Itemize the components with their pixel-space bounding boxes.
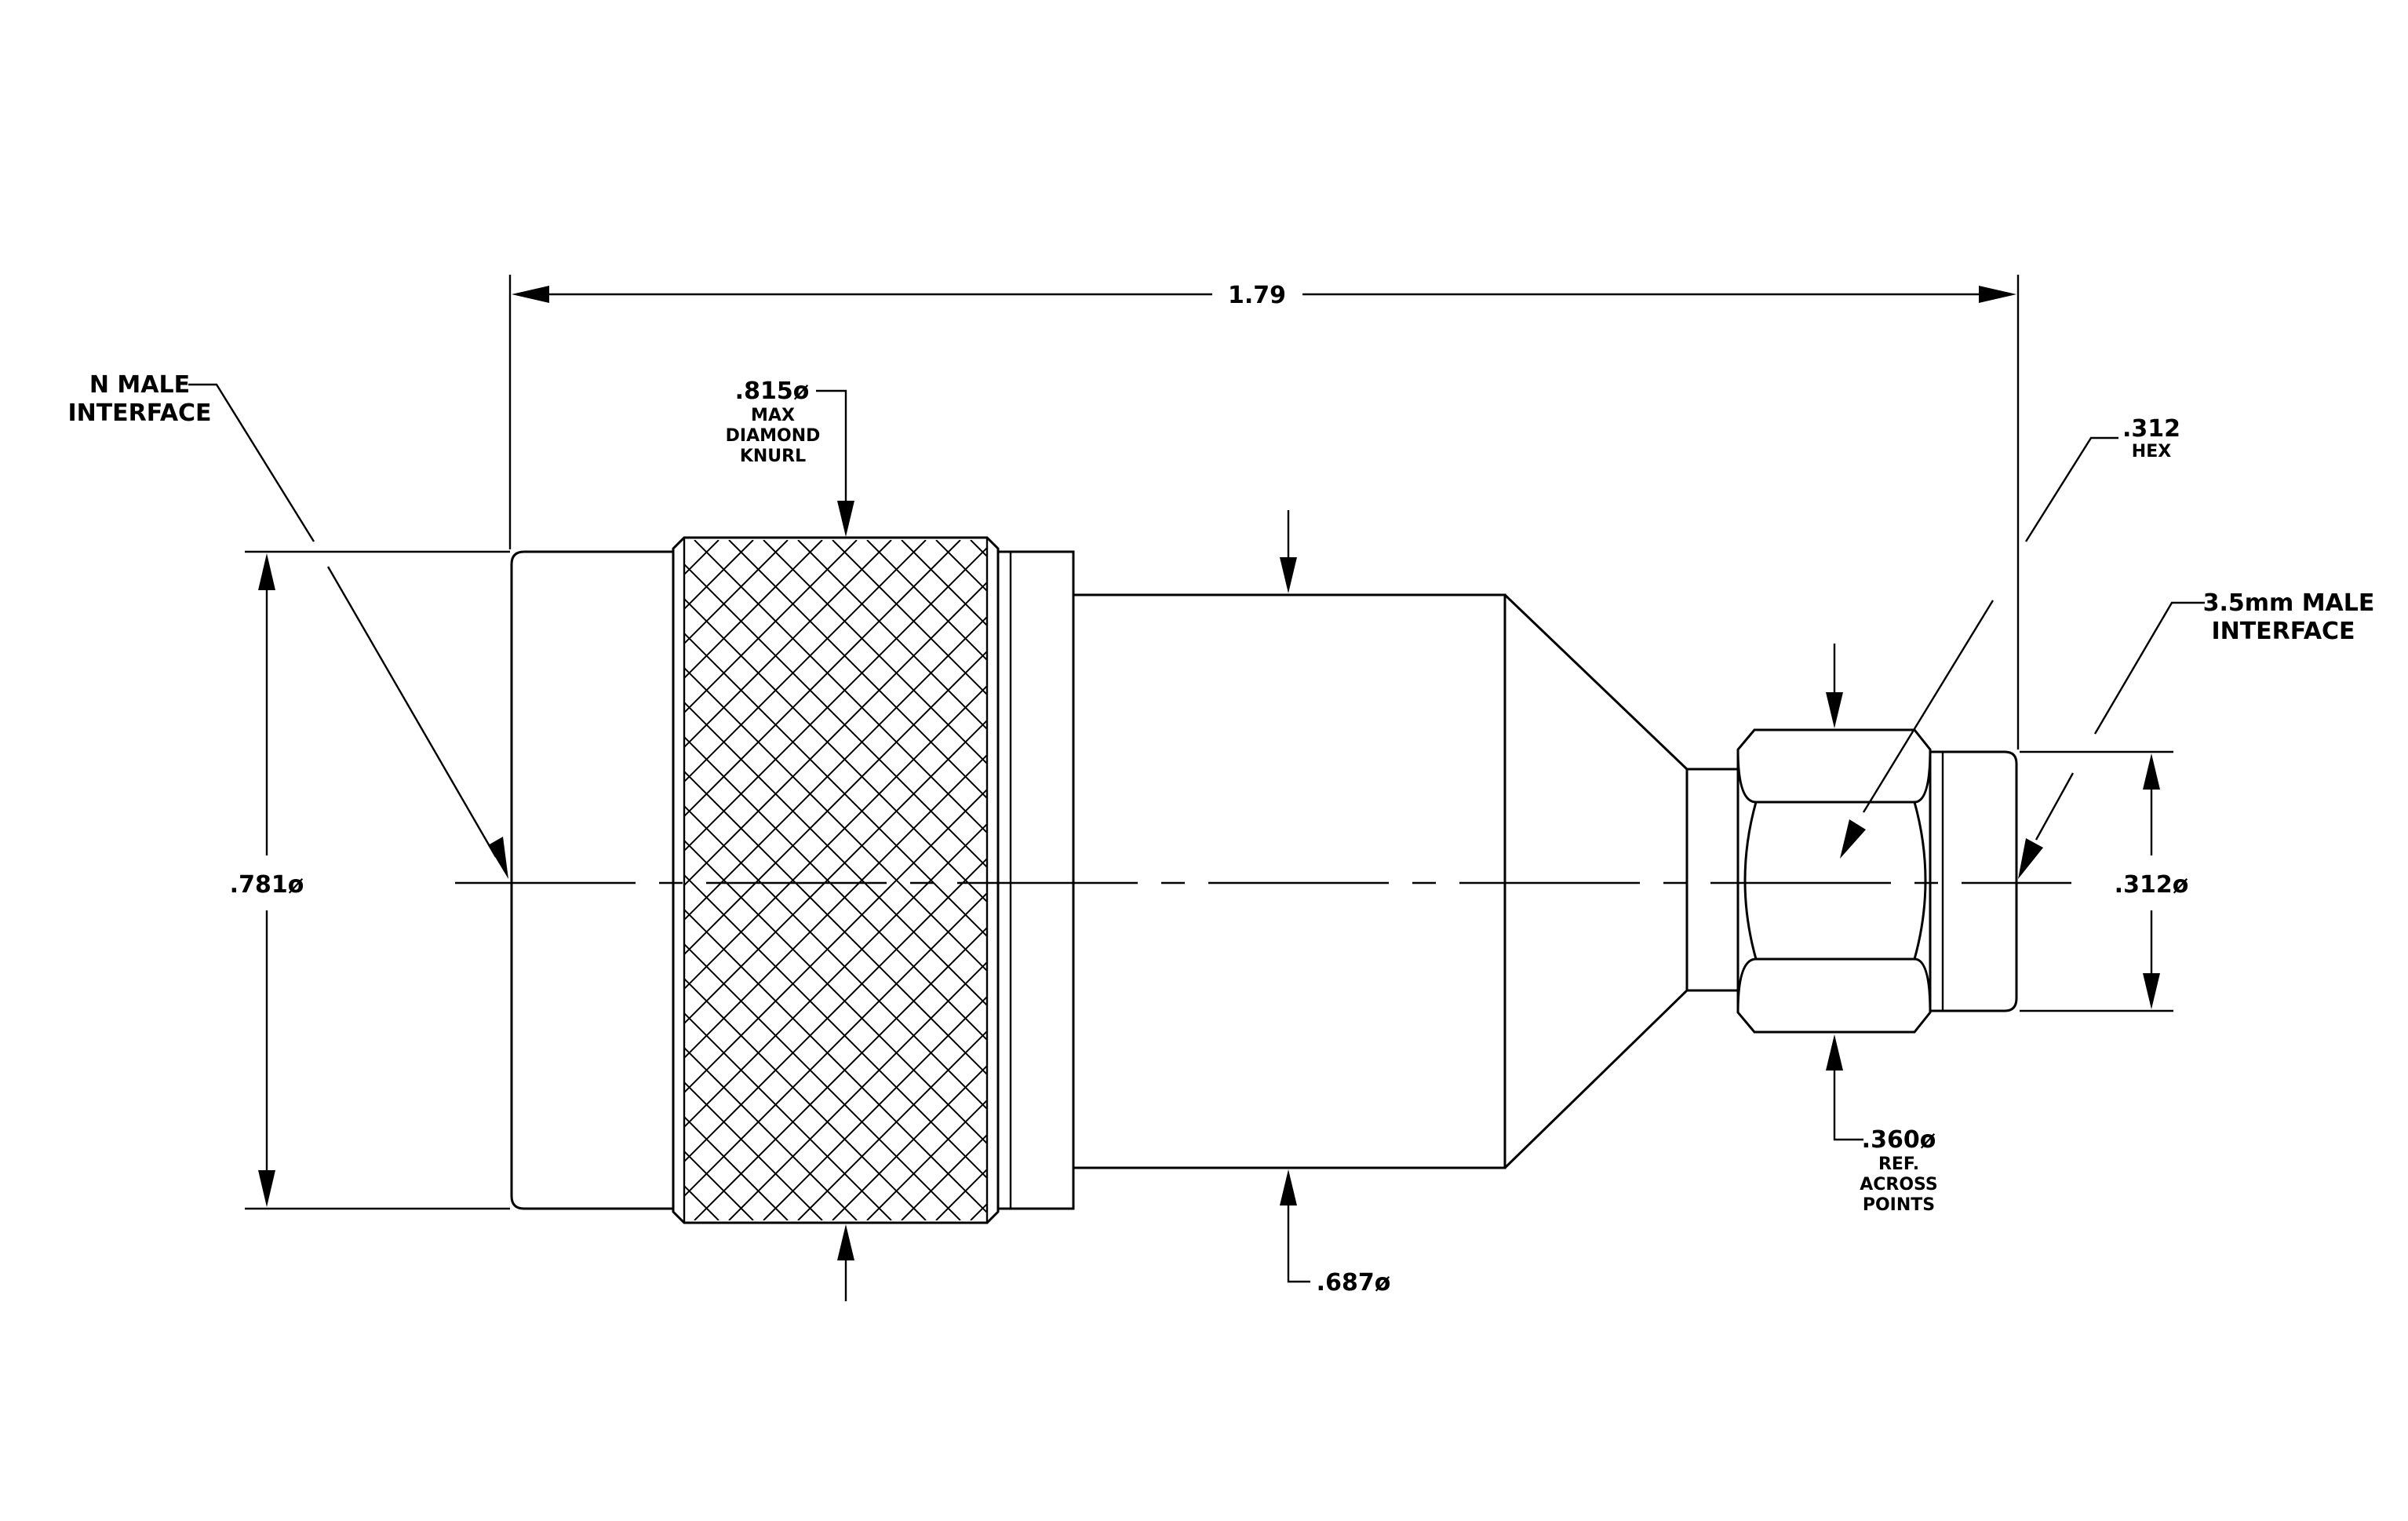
- hex-note: HEX: [2132, 442, 2171, 461]
- n-interface-label-1: N MALE: [89, 371, 190, 399]
- hex-points-label-2: ACROSS: [1860, 1175, 1938, 1195]
- main-body: [1073, 593, 1506, 1169]
- mid-diameter-dimension: .687ø: [1280, 510, 1390, 1297]
- knurl-label-1: MAX: [751, 406, 795, 425]
- hex-points-value: .360ø: [1862, 1126, 1936, 1154]
- hex-points-label-3: POINTS: [1863, 1195, 1935, 1215]
- body-diameter-label: .781ø: [230, 871, 304, 899]
- hex-points-label-1: REF.: [1878, 1154, 1919, 1174]
- taper-section: [1503, 593, 1689, 1169]
- sma-interface-label-2: INTERFACE: [2211, 618, 2355, 645]
- n-interface-callout: N MALE INTERFACE: [67, 371, 508, 879]
- sma-interface-callout: 3.5mm MALE INTERFACE: [2018, 589, 2374, 879]
- sma-diameter-dimension: .312ø: [2020, 750, 2189, 1012]
- connector-body: [510, 536, 2018, 1224]
- sma-interface-body: [1930, 750, 2018, 1012]
- overall-length-dimension: 1.79: [508, 275, 2020, 750]
- collar: [998, 550, 1075, 1210]
- sma-diameter-label: .312ø: [2115, 871, 2189, 899]
- hex-points-callout: .360ø REF. ACROSS POINTS: [1826, 644, 1938, 1215]
- hex-side-left: [1743, 801, 1758, 960]
- diamond-knurl-pattern: [684, 540, 987, 1220]
- n-interface-shell: [510, 550, 675, 1210]
- hex-callout: .312 HEX: [1840, 415, 2180, 859]
- hex-nut: [1736, 728, 1932, 1034]
- knurl-callout: .815ø MAX DIAMOND KNURL: [726, 378, 854, 1301]
- hex-flat-lower: [1736, 957, 1932, 1013]
- sma-interface-label-1: 3.5mm MALE: [2203, 589, 2375, 617]
- body-diameter-dimension: .781ø: [230, 550, 510, 1210]
- hex-value: .312: [2122, 415, 2180, 443]
- hex-flat-upper: [1736, 749, 1932, 804]
- hex-side-right: [1913, 801, 1927, 960]
- mid-diameter-label: .687ø: [1317, 1269, 1391, 1297]
- knurl-label-3: KNURL: [740, 447, 806, 466]
- knurl-value: .815ø: [735, 378, 810, 405]
- knurl-label-2: DIAMOND: [726, 426, 821, 446]
- shoulder: [1687, 768, 1740, 992]
- n-interface-label-2: INTERFACE: [67, 399, 211, 427]
- overall-length-label: 1.79: [1228, 282, 1286, 309]
